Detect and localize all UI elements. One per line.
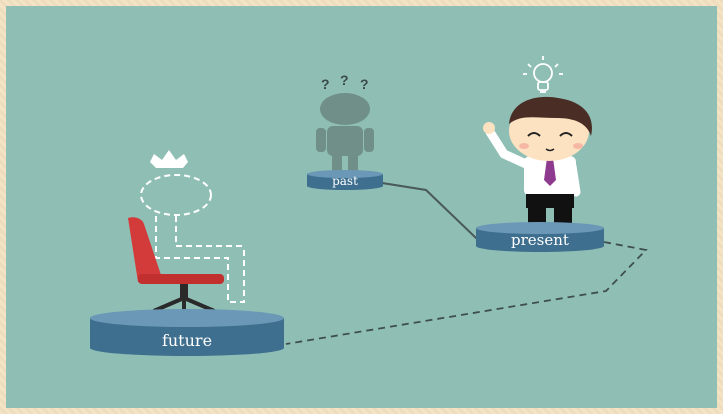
past-pedestal: past [307,170,383,190]
future-label: future [162,331,212,350]
past-present-line [375,181,485,242]
crown-icon [150,150,188,168]
present-future-dashed-line [285,241,648,345]
present-group: present [476,56,604,252]
present-label: present [511,231,569,249]
question-marks-icon: ? ? ? [321,72,369,92]
question-mark: ? [360,76,369,92]
lightbulb-icon [523,56,563,93]
future-group: future [90,150,284,356]
question-mark: ? [340,72,349,88]
illustration-canvas: ? ? ? past [6,6,717,408]
businessman-figure [483,96,592,234]
ghost-person-icon [316,93,374,174]
past-label: past [332,174,358,188]
future-pedestal: future [90,309,284,356]
present-pedestal: present [476,222,604,252]
question-mark: ? [321,76,330,92]
office-chair-icon [128,217,224,320]
dashed-figure-outline [140,174,245,303]
past-group: ? ? ? past [307,72,383,190]
